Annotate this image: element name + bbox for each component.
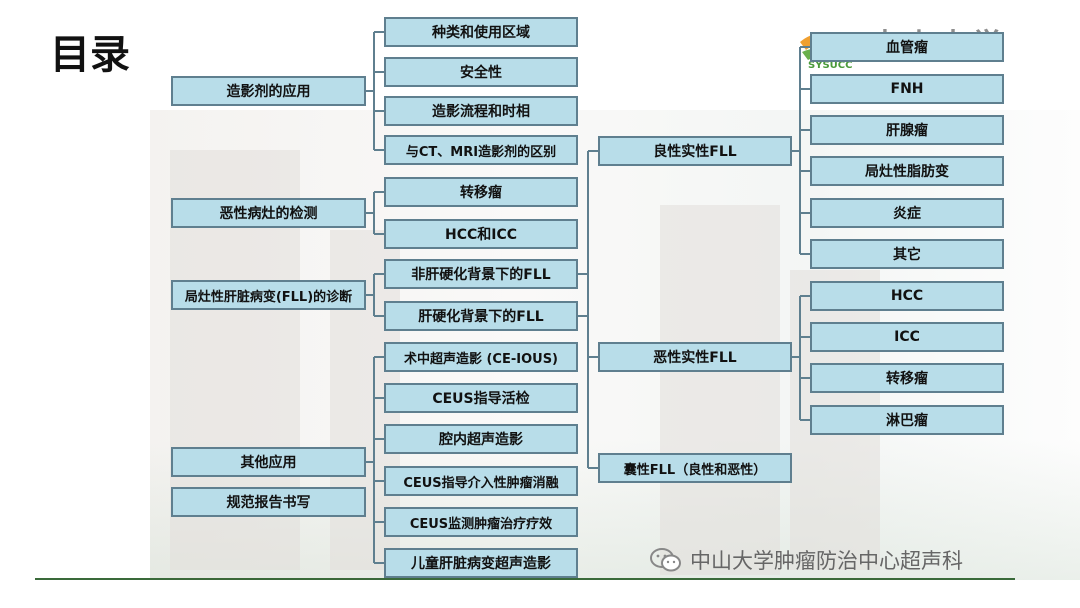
node-hcc-icc: HCC和ICC xyxy=(384,219,578,249)
node-pediatric-ceus: 儿童肝脏病变超声造影 xyxy=(384,548,578,578)
node-ceus-biopsy: CEUS指导活检 xyxy=(384,383,578,413)
wechat-icon xyxy=(650,548,681,572)
node-hcc: HCC xyxy=(810,281,1004,311)
node-ce-ious: 术中超声造影 (CE-IOUS) xyxy=(384,342,578,372)
node-ceus-ablation: CEUS指导介入性肿瘤消融 xyxy=(384,466,578,496)
watermark-text: 中山大学肿瘤防治中心超声科 xyxy=(690,549,963,573)
logo-abbr: SYSUCC xyxy=(808,60,853,71)
node-inflammation: 炎症 xyxy=(810,198,1004,228)
node-contrast-agent-application: 造影剂的应用 xyxy=(171,76,366,106)
node-metastasis: 转移瘤 xyxy=(384,177,578,207)
node-icc: ICC xyxy=(810,322,1004,352)
node-standard-report: 规范报告书写 xyxy=(171,487,366,517)
page-title: 目录 xyxy=(50,32,130,78)
node-endocavity-ceus: 腔内超声造影 xyxy=(384,424,578,454)
node-benign-solid-fll: 良性实性FLL xyxy=(598,136,792,166)
node-non-cirrhotic-fll: 非肝硬化背景下的FLL xyxy=(384,259,578,289)
node-fll-diagnosis: 局灶性肝脏病变(FLL)的诊断 xyxy=(171,280,366,310)
node-cirrhotic-fll: 肝硬化背景下的FLL xyxy=(384,301,578,331)
node-hemangioma: 血管瘤 xyxy=(810,32,1004,62)
node-metastasis-malignant: 转移瘤 xyxy=(810,363,1004,393)
node-focal-steatosis: 局灶性脂肪变 xyxy=(810,156,1004,186)
node-ceus-monitoring: CEUS监测肿瘤治疗疗效 xyxy=(384,507,578,537)
node-procedure-phases: 造影流程和时相 xyxy=(384,96,578,126)
node-ct-mri-difference: 与CT、MRI造影剂的区别 xyxy=(384,135,578,165)
node-cystic-fll: 囊性FLL（良性和恶性） xyxy=(598,453,792,483)
node-types-and-areas: 种类和使用区域 xyxy=(384,17,578,47)
node-hepatic-adenoma: 肝腺瘤 xyxy=(810,115,1004,145)
node-other-applications: 其他应用 xyxy=(171,447,366,477)
footer-divider xyxy=(35,578,1015,580)
node-lymphoma: 淋巴瘤 xyxy=(810,405,1004,435)
watermark: 中山大学肿瘤防治中心超声科 xyxy=(650,545,963,575)
node-fnh: FNH xyxy=(810,74,1004,104)
node-others: 其它 xyxy=(810,239,1004,269)
node-malignant-solid-fll: 恶性实性FLL xyxy=(598,342,792,372)
node-malignant-lesion-detection: 恶性病灶的检测 xyxy=(171,198,366,228)
node-safety: 安全性 xyxy=(384,57,578,87)
